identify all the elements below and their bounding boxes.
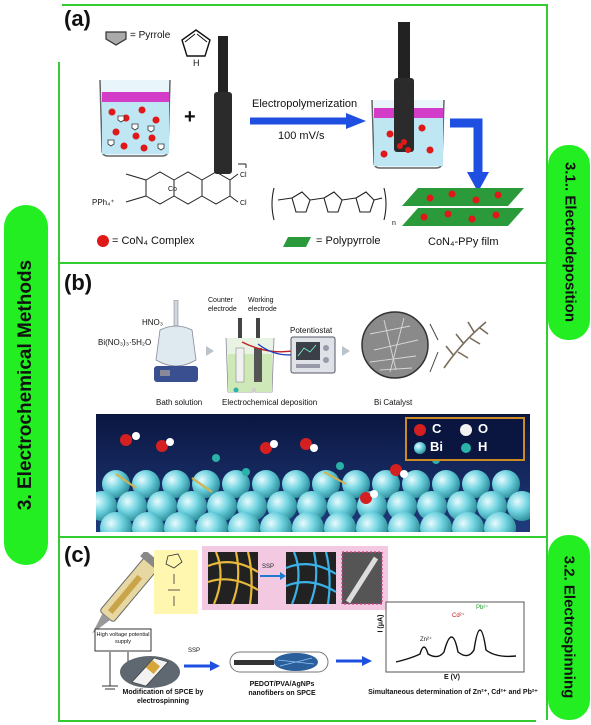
co-label: Co — [168, 186, 177, 193]
complex-legend-text: = CoN₄ Complex — [112, 235, 195, 247]
bi-salt-label: Bi(NO₃)₃·5H₂O — [98, 338, 152, 347]
main-section-label: 3. Electrochemical Methods — [15, 259, 36, 511]
frame-bottom-line — [58, 720, 536, 722]
potentiostat-device — [290, 336, 336, 374]
pyrrole-molecule-icon — [181, 29, 211, 57]
bi-dendrite-icon — [429, 321, 489, 373]
potentiostat-label: Potentiostat — [290, 326, 333, 335]
bath-apparatus — [154, 300, 198, 382]
panel-c-tag: (c) — [64, 542, 91, 567]
ppn-label: PPh₄⁺ — [92, 198, 115, 207]
legend-o-label: O — [478, 421, 489, 436]
voltammogram-plot — [385, 601, 525, 673]
legend-h-label: H — [478, 439, 488, 454]
result-arrow — [336, 656, 372, 666]
process-chevron-2 — [342, 346, 350, 356]
nanofiber-spce — [229, 651, 329, 673]
spce-collector — [120, 656, 180, 688]
bi-catalyst-sem-image — [361, 311, 429, 379]
polypyrrole-legend-icon — [283, 237, 311, 247]
x-axis-label: E (V) — [444, 674, 460, 681]
panel-a-tag: (a) — [64, 6, 91, 31]
y-axis-label: I (μA) — [377, 614, 385, 633]
step1-caption: Modification of SPCE by electrospinning — [122, 689, 204, 705]
electrode-rod — [214, 36, 232, 174]
process-arrow — [250, 113, 366, 129]
step2-caption: PEDOT/PVA/AgNPs nanofibers on SPCE — [248, 681, 316, 697]
pyrrole-legend-text: = Pyrrole — [130, 30, 171, 41]
peak-cd-label: Cd²⁺ — [452, 613, 465, 619]
polypyrrole-chain — [271, 187, 387, 221]
syringe-icon — [92, 552, 158, 634]
divider-b-c — [60, 536, 546, 538]
electrolysis-beaker — [371, 22, 445, 169]
peak-pb-label: Pb²⁺ — [476, 605, 489, 611]
film-arrow — [450, 118, 489, 192]
subsection-electrodeposition-pill — [548, 145, 590, 340]
working-electrode-label: Working electrode — [248, 297, 277, 313]
pyrrole-legend-icon — [105, 31, 127, 46]
catalyst-surface-illustration — [96, 414, 530, 532]
frame-right-line — [546, 4, 548, 720]
beaker-with-solution — [99, 79, 171, 157]
frame-top-line — [62, 4, 548, 6]
rate-label: 100 mV/s — [278, 130, 325, 142]
film-label: CoN₄-PPy film — [428, 236, 499, 248]
subsection-electrospinning-label: 3.2. Electrospinning — [560, 555, 578, 699]
subsection-electrodeposition-label: 3.1.. Electrodeposition — [561, 161, 579, 323]
ssp-label-1: SSP — [262, 564, 275, 570]
nanofiber-image-panel — [202, 546, 388, 610]
high-voltage-supply — [94, 628, 152, 652]
ssp-label-2: SSP — [188, 648, 201, 654]
deposition-label: Electrochemical deposition — [222, 398, 318, 407]
cl-label-2: Cl — [240, 200, 247, 207]
con4-ppy-film — [402, 188, 524, 226]
high-voltage-label: High voltage potential supply — [96, 632, 150, 645]
electrochemical-cell — [225, 318, 275, 393]
catalyst-label: Bi Catalyst — [374, 398, 413, 407]
divider-a-b — [60, 262, 546, 264]
legend-c-label: C — [432, 421, 442, 436]
frame-left-line — [58, 62, 60, 722]
panel-b-tag: (b) — [64, 270, 93, 295]
plus-sign: + — [184, 106, 196, 128]
ssp-arrow-2 — [184, 661, 220, 671]
counter-electrode-label: Counter electrode — [208, 297, 237, 313]
result-caption: Simultaneous determination of Zn²⁺, Cd²⁺… — [368, 689, 538, 696]
bath-solution-label: Bath solution — [156, 398, 203, 407]
polymer-n-label: n — [392, 220, 396, 227]
main-section-pill — [4, 205, 48, 565]
pyrrole-nh-label: H — [193, 58, 200, 68]
polypyrrole-legend-text: = Polypyrrole — [316, 235, 381, 247]
process-label: Electropolymerization — [252, 98, 358, 110]
process-chevron-1 — [206, 346, 214, 356]
subsection-electrospinning-pill — [548, 535, 590, 720]
complex-legend-icon — [97, 235, 109, 247]
peak-zn-label: Zn²⁺ — [420, 637, 433, 643]
legend-bi-label: Bi — [430, 439, 443, 454]
con4-complex-structure — [125, 163, 247, 205]
cell-legend-dots — [233, 387, 257, 393]
polymer-structures-card — [154, 550, 198, 614]
hno3-label: HNO₃ — [142, 318, 164, 327]
cl-label-1: Cl — [240, 172, 247, 179]
